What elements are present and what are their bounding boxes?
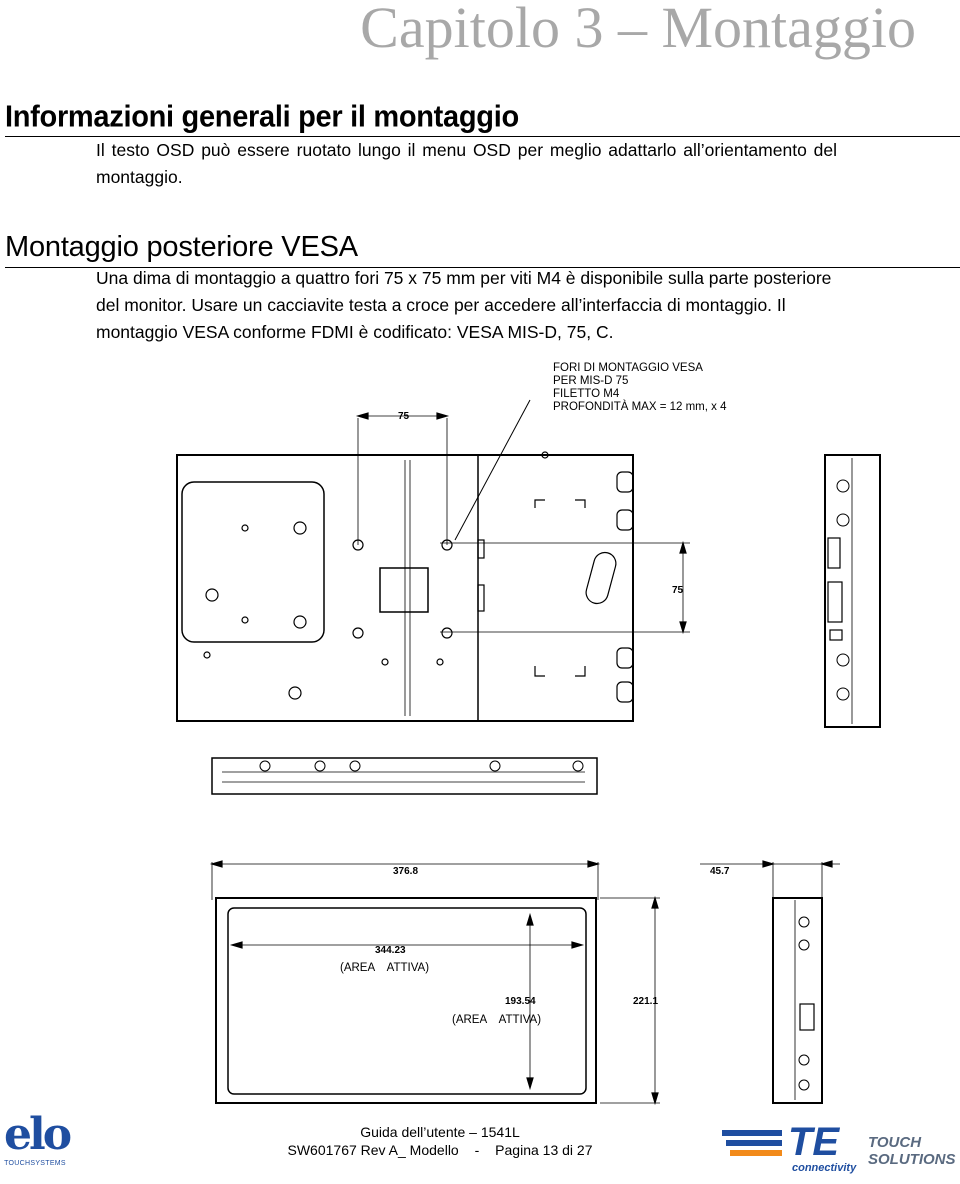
te-solutions-text: SOLUTIONS [868,1151,956,1168]
section-heading-general: Informazioni generali per il montaggio [5,100,519,134]
body-line: montaggio VESA conforme FDMI è codificat… [96,322,614,342]
callout-line: PER MIS-D 75 [553,375,629,387]
body-line: montaggio. [96,167,183,187]
chapter-title: Capitolo 3 – Montaggio [360,0,916,60]
footer-guide: Guida dell’utente – 1541L [360,1124,520,1140]
te-touch-solutions: TOUCH SOLUTIONS [868,1134,956,1168]
active-area-label: (AREA ATTIVA) [452,1014,542,1026]
elo-logo-text: elo [4,1109,72,1160]
footer-doc-number: SW601767 Rev A_ Modello [287,1142,459,1158]
body-line: Una dima di montaggio a quattro fori 75 … [96,268,832,288]
dim-width: 376.8 [393,866,419,877]
callout-line: PROFONDITÀ MAX = 12 mm, x 4 [553,401,727,413]
dim-top-75: 75 [398,411,410,422]
te-logo-text: TE [788,1120,840,1164]
section-heading-vesa: Montaggio posteriore VESA [5,231,358,263]
te-touch-text: TOUCH [868,1134,922,1151]
te-logo-subtitle: connectivity [792,1162,857,1174]
elo-logo: elo TOUCHSYSTEMS [4,1109,72,1180]
elo-logo-subtitle: TOUCHSYSTEMS [4,1160,66,1167]
section-body-general: Il testo OSD può essere ruotato lungo il… [96,137,956,191]
te-logo: TE connectivity TOUCH SOLUTIONS [722,1120,958,1180]
dim-active-width: 344.23 [375,945,406,956]
footer-separator: - [474,1142,480,1158]
body-line: Il testo OSD può essere ruotato lungo il… [96,140,838,160]
footer-page-number: Pagina 13 di 27 [495,1142,593,1158]
dim-side-75: 75 [672,585,684,596]
section-body-vesa: Una dima di montaggio a quattro fori 75 … [96,265,960,346]
callout-line: FILETTO M4 [553,388,620,400]
active-area-label: (AREA ATTIVA) [340,962,430,974]
footer-doc-line: SW601767 Rev A_ Modello - Pagina 13 di 2… [270,1142,610,1158]
dim-height: 221.1 [633,996,659,1007]
body-line: del monitor. Usare un cacciavite testa a… [96,295,786,315]
te-stripes-icon [722,1130,782,1156]
section-rule [5,267,960,268]
dim-depth: 45.7 [710,866,730,877]
callout-line: FORI DI MONTAGGIO VESA [553,362,703,374]
vesa-callout-note: FORI DI MONTAGGIO VESA PER MIS-D 75 FILE… [553,362,727,414]
dim-active-height: 193.54 [505,996,536,1007]
section-rule [5,136,960,137]
